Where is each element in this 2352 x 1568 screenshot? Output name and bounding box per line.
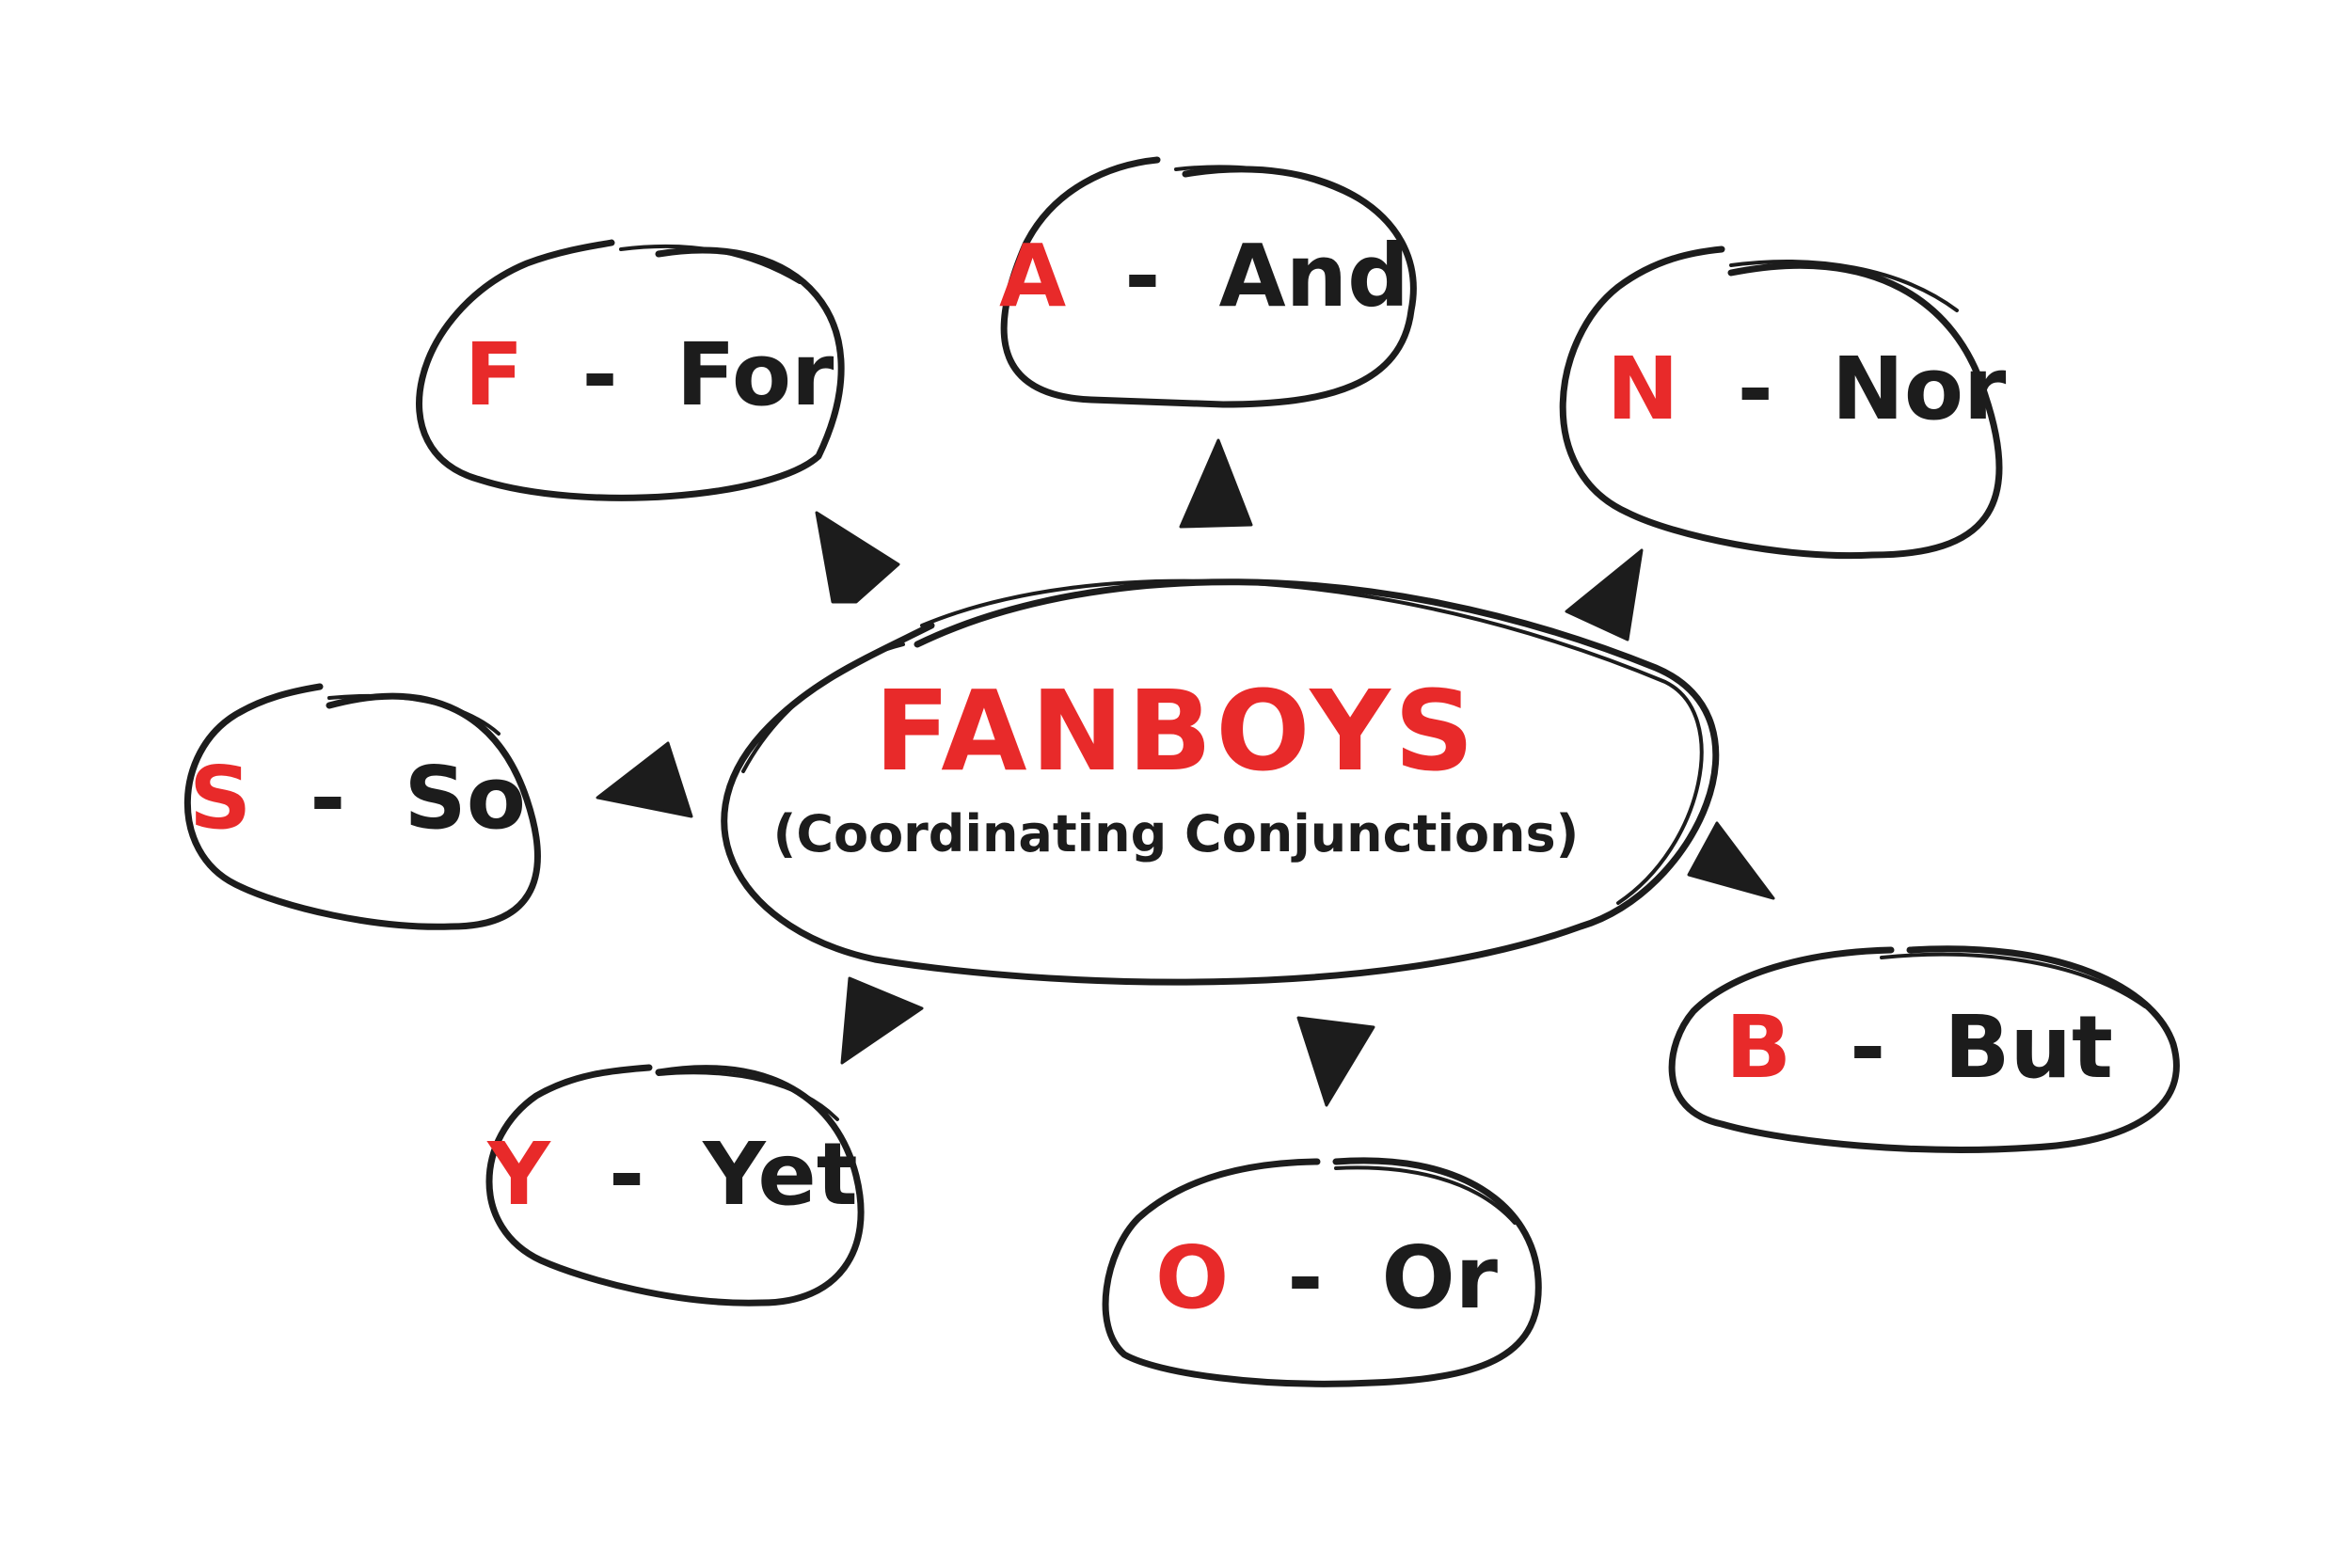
node-for-letter: F — [465, 325, 524, 425]
node-nor-letter: N — [1607, 339, 1679, 439]
node-yet-letter: Y — [486, 1124, 551, 1225]
arrow-to-but — [1687, 821, 1775, 900]
node-nor-word: Nor — [1832, 339, 2007, 439]
center-subtitle: (Coordinating Conjunctions) — [773, 804, 1580, 863]
node-so-letter: S — [189, 748, 251, 848]
node-and-word: And — [1218, 226, 1409, 326]
node-and: A - And — [999, 156, 1417, 408]
node-or-word: Or — [1381, 1227, 1498, 1328]
node-or-label: O - Or — [1155, 1227, 1499, 1328]
arrow-to-for — [815, 511, 900, 604]
node-but-letter: B — [1725, 997, 1791, 1098]
node-but: B - But — [1668, 945, 2180, 1153]
node-yet-word: Yet — [702, 1124, 858, 1225]
node-or-letter: O — [1155, 1227, 1229, 1328]
node-for-label: F - For — [465, 325, 834, 425]
node-and-separator: - — [1124, 226, 1160, 326]
arrow-to-nor — [1565, 548, 1644, 641]
node-or: O - Or — [1102, 1157, 1542, 1387]
arrow-to-and — [1179, 438, 1253, 529]
arrows — [596, 438, 1775, 1107]
node-or-separator: - — [1287, 1227, 1323, 1328]
node-so-separator: - — [310, 748, 345, 848]
node-for: F - For — [416, 239, 845, 501]
arrow-to-yet — [840, 976, 924, 1065]
node-yet-separator: - — [609, 1124, 644, 1225]
node-and-label: A - And — [999, 226, 1409, 326]
node-so: S - So — [183, 683, 541, 930]
arrow-to-so — [596, 741, 693, 818]
center-node: FANBOYS (Coordinating Conjunctions) — [721, 578, 1720, 986]
node-so-label: S - So — [189, 748, 526, 848]
node-for-separator: - — [581, 325, 617, 425]
node-and-letter: A — [999, 226, 1066, 326]
node-nor: N - Nor — [1559, 245, 2007, 560]
node-nor-separator: - — [1738, 339, 1773, 439]
arrow-to-or — [1296, 1016, 1375, 1107]
node-yet: Y - Yet — [485, 1064, 865, 1307]
node-nor-label: N - Nor — [1607, 339, 2007, 439]
node-but-word: But — [1944, 997, 2113, 1098]
node-but-label: B - But — [1725, 997, 2113, 1098]
node-yet-label: Y - Yet — [486, 1124, 857, 1225]
node-for-word: For — [676, 325, 834, 425]
node-but-separator: - — [1850, 997, 1885, 1098]
node-so-word: So — [405, 748, 526, 848]
center-title: FANBOYS — [874, 666, 1478, 796]
